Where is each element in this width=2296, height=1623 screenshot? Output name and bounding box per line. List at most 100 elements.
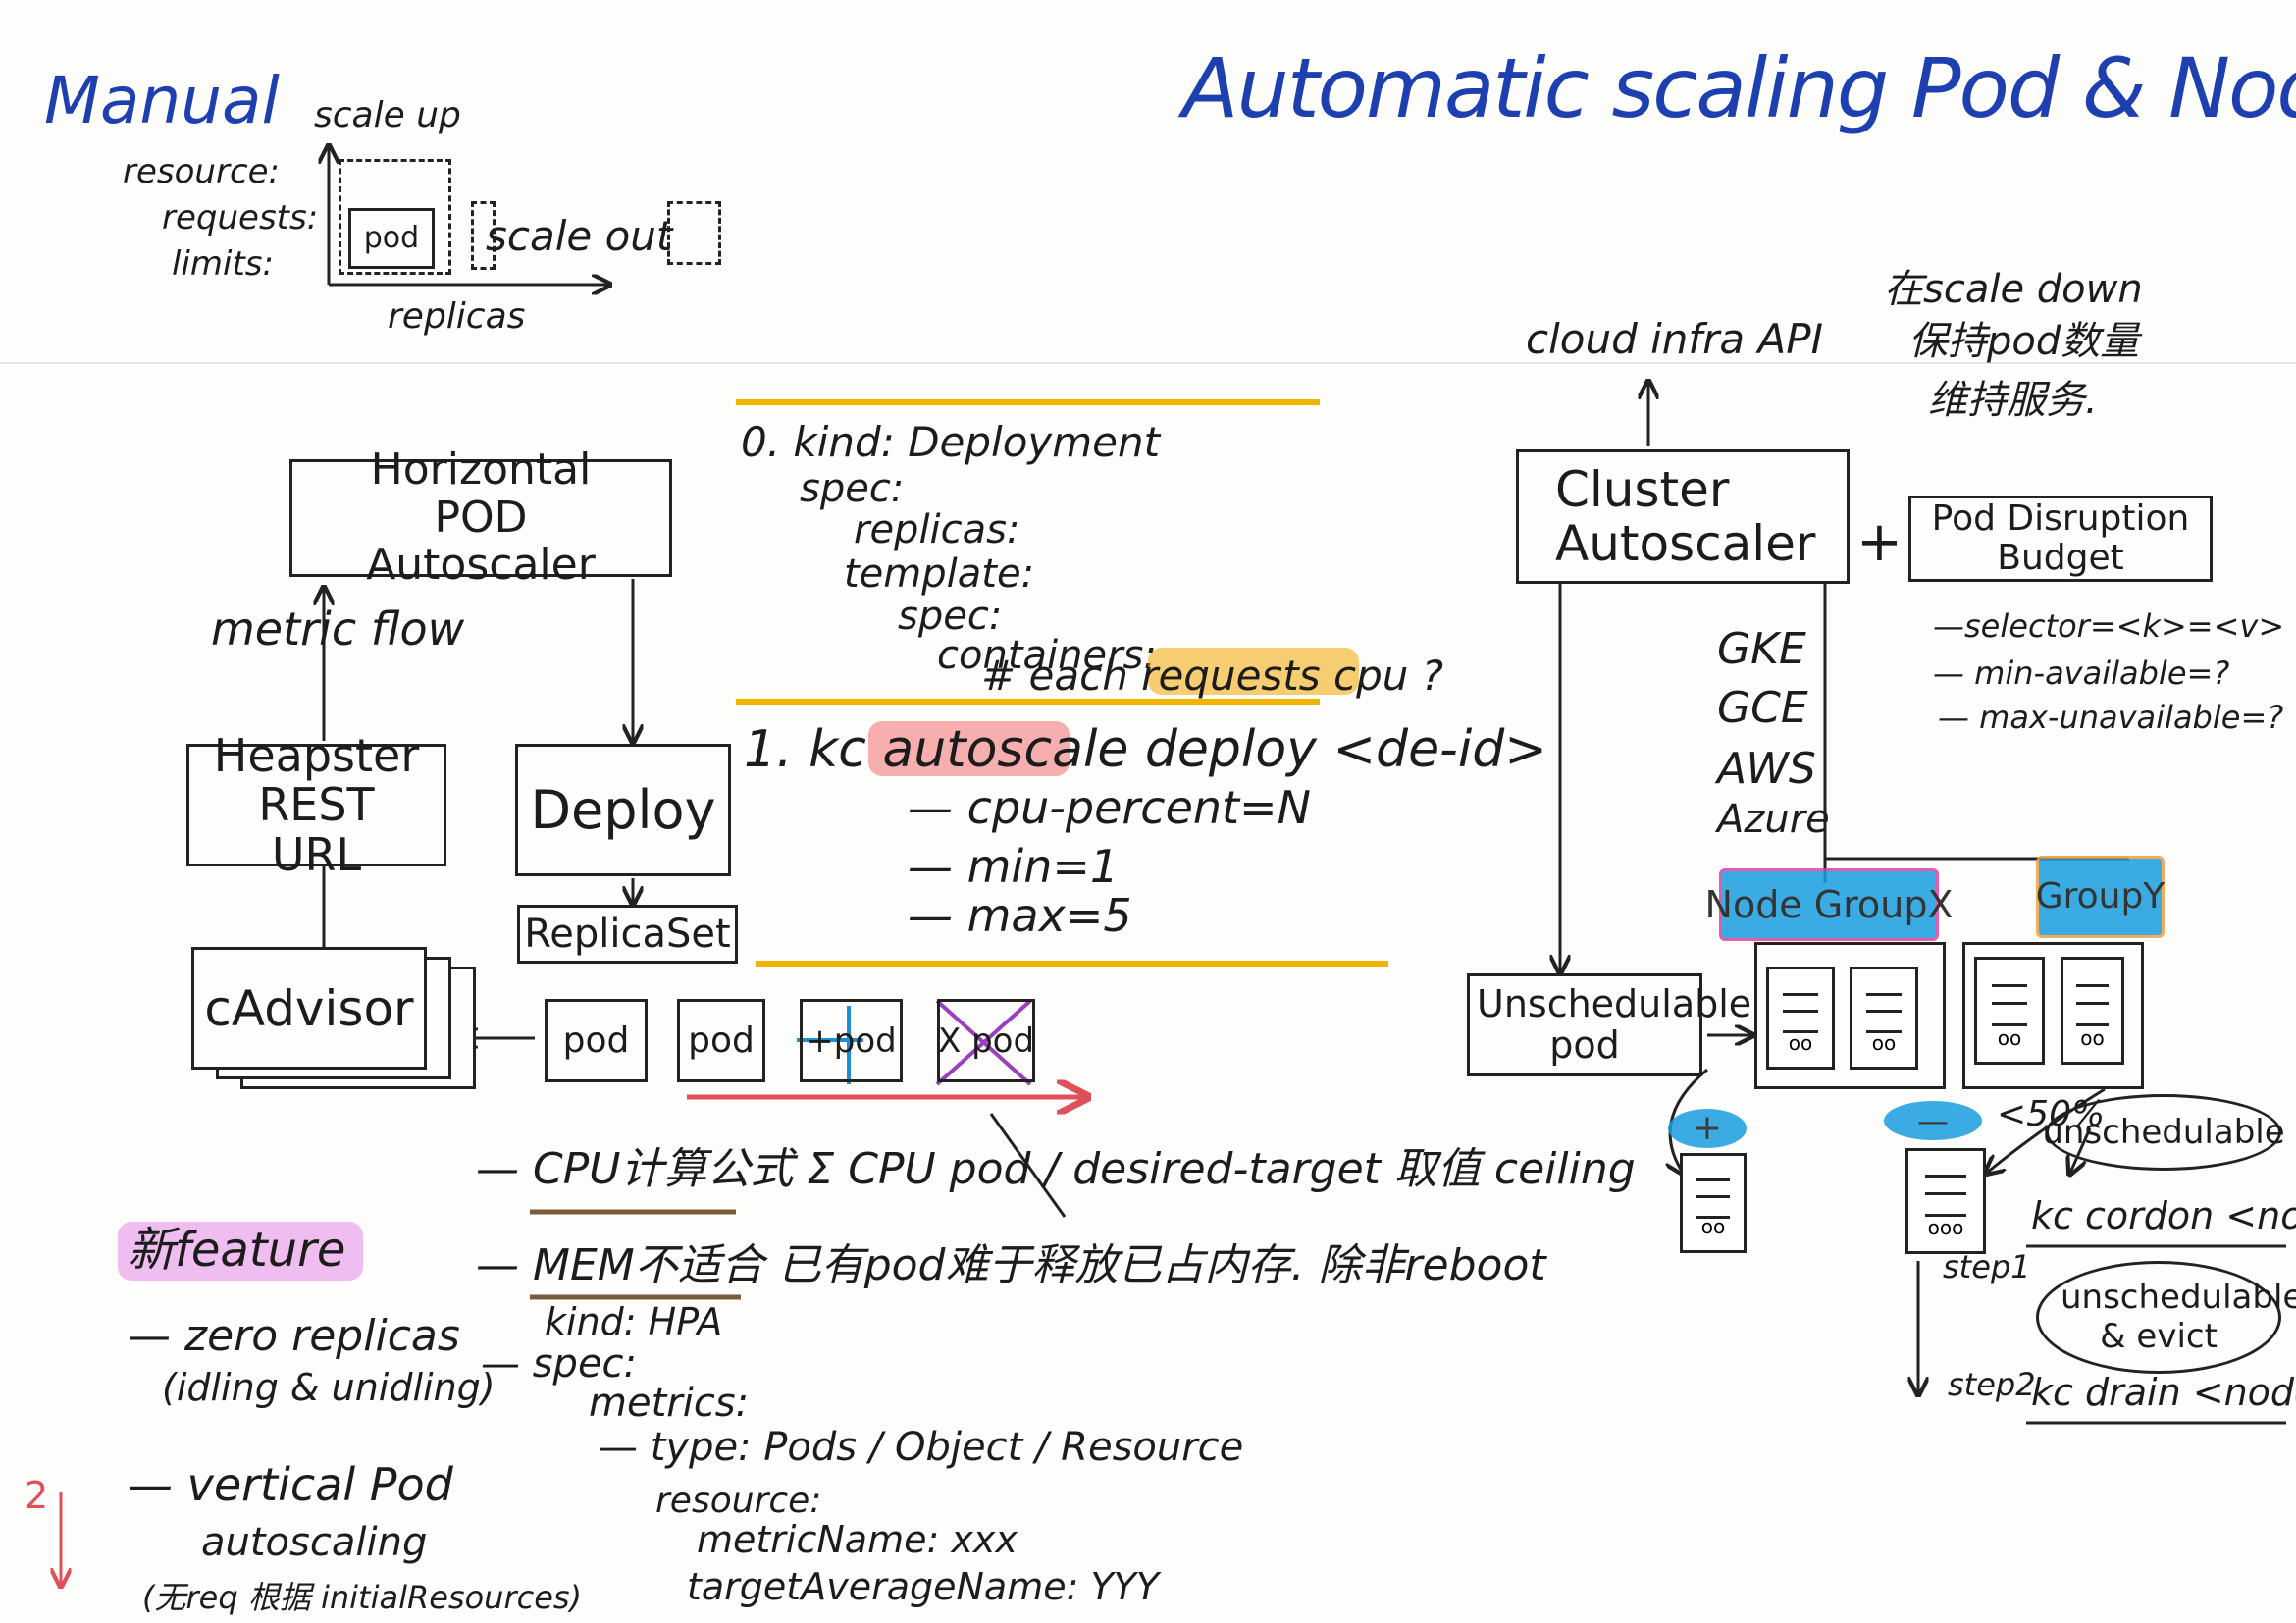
provider-aws: AWS xyxy=(1717,744,1816,794)
scale-down-badge-label: — xyxy=(1917,1102,1949,1139)
yaml-line: spec: xyxy=(800,466,905,511)
deploy-label: Deploy xyxy=(530,778,716,841)
step2-label: step2 xyxy=(1948,1366,2036,1403)
node-group-x-tag: Node GroupX xyxy=(1705,868,1954,941)
unschedulable-evict-label: unschedulable & evict xyxy=(2061,1278,2296,1356)
manual-label: Manual xyxy=(44,63,280,138)
cadvisor-label: cAdvisor xyxy=(204,979,414,1037)
cmd-line: — max=5 xyxy=(908,889,1132,942)
new-feature-label: 新feature xyxy=(128,1223,346,1278)
hpa-yaml-line: — spec: xyxy=(481,1341,638,1387)
pod-label-1: pod xyxy=(562,1020,630,1061)
cmd-line: 1. kc autoscale deploy <de-id> xyxy=(744,720,1547,779)
node-group-x-label: Node GroupX xyxy=(1704,883,1954,926)
pdb-label: Pod Disruption Budget xyxy=(1931,498,2190,578)
replicas-axis-label: replicas xyxy=(388,296,526,337)
hpa-yaml-line: resource: xyxy=(655,1481,822,1521)
provider-gce: GCE xyxy=(1717,683,1808,733)
provider-gke: GKE xyxy=(1717,624,1806,674)
cordon-command: kc cordon <node> xyxy=(2031,1194,2296,1237)
hpa-yaml-line: metricName: xxx xyxy=(697,1518,1018,1561)
heapster-box: Heapster REST URL xyxy=(186,730,446,879)
page-title: Automatic scaling Pod & Node xyxy=(1182,40,2296,136)
node-server-2: oo xyxy=(1850,967,1918,1070)
pod-label-removed: X pod xyxy=(937,1021,1035,1061)
yaml-line: spec: xyxy=(898,594,1003,639)
new-node-server: oo xyxy=(1680,1153,1747,1253)
step1-label: step1 xyxy=(1943,1248,2031,1285)
hpa-yaml-line: targetAverageName: YYY xyxy=(687,1565,1160,1608)
hpa-box: Horizontal POD Autoscaler xyxy=(289,446,672,589)
cluster-autoscaler-label: Cluster Autoscaler xyxy=(1555,460,1816,572)
cadvisor-box: cAdvisor xyxy=(191,947,427,1070)
hpa-yaml-line: kind: HPA xyxy=(545,1300,723,1343)
pdb-min-available: — min-available=? xyxy=(1933,654,2230,692)
pod-label-2: pod xyxy=(688,1020,755,1061)
scale-out-label: scale out xyxy=(486,212,673,260)
pdb-box: Pod Disruption Budget xyxy=(1908,496,2213,582)
pod-box-1: pod xyxy=(545,999,648,1082)
pod-box-2: pod xyxy=(677,999,765,1082)
highlight-orange xyxy=(1148,648,1359,695)
provider-azure: Azure xyxy=(1717,797,1830,842)
cpu-formula-note: — CPU计算公式 Σ CPU pod / desired-target 取值 … xyxy=(476,1144,1636,1194)
mem-note: — MEM不适合 已有pod难于释放已占内存. 除非reboot xyxy=(476,1240,1546,1290)
cloud-api-label: cloud infra API xyxy=(1526,315,1823,363)
group-y-tag: GroupY xyxy=(2036,856,2165,938)
replicaset-label: ReplicaSet xyxy=(524,912,731,957)
yaml-line: containers: xyxy=(937,633,1157,678)
cmd-line: — min=1 xyxy=(908,840,1120,893)
resource-label: resource: xyxy=(123,152,281,191)
unschedulable-evict-bubble: unschedulable & evict xyxy=(2036,1261,2296,1374)
pod-box-added: +pod xyxy=(800,999,903,1082)
metric-flow-label: metric flow xyxy=(211,602,465,655)
limits-label: limits: xyxy=(172,244,274,284)
scale-up-label: scale up xyxy=(314,95,461,135)
node-server-3: oo xyxy=(1974,957,2045,1065)
cmd-line: — cpu-percent=N xyxy=(908,781,1312,834)
vertical-pod-item: — vertical Pod xyxy=(128,1458,453,1511)
yaml-line: # each requests cpu ? xyxy=(981,652,1444,700)
scale-up-badge-label: + xyxy=(1692,1108,1723,1148)
scale-up-badge: + xyxy=(1668,1109,1747,1148)
yaml-line: 0. kind: Deployment xyxy=(741,418,1161,466)
plus-sign: + xyxy=(1856,510,1903,574)
node-group-x-frame xyxy=(1754,942,1946,1089)
vertical-pod-note: (无req 根据 initialResources) xyxy=(142,1579,583,1616)
node-server-1: oo xyxy=(1766,967,1835,1070)
highlight-red xyxy=(868,721,1070,776)
manual-pod-box: pod xyxy=(348,208,435,269)
pdb-note-3: 维持服务. xyxy=(1928,378,2098,423)
hpa-label: Horizontal POD Autoscaler xyxy=(366,445,596,591)
yaml-line: replicas: xyxy=(854,507,1020,552)
drained-node-server: ooo xyxy=(1905,1148,1986,1254)
drain-command: kc drain <node> xyxy=(2031,1371,2296,1414)
pdb-max-unavailable: — max-unavailable=? xyxy=(1938,699,2284,736)
scale-down-badge: — xyxy=(1884,1101,1982,1140)
priority-marker: 2 xyxy=(25,1474,49,1517)
yaml-line: template: xyxy=(844,551,1035,597)
unschedulable-bubble-label: unschedulable xyxy=(2042,1113,2285,1152)
manual-pod-label: pod xyxy=(363,221,420,255)
pod-label-added: +pod xyxy=(806,1021,897,1061)
pdb-note-2: 保持pod数量 xyxy=(1908,319,2140,364)
cluster-autoscaler-box: Cluster Autoscaler xyxy=(1516,449,1850,584)
vertical-pod-detail: autoscaling xyxy=(201,1520,428,1565)
unschedulable-bubble: unschedulable xyxy=(2042,1094,2285,1171)
pdb-selector: —selector=<k>=<v> xyxy=(1933,607,2285,645)
heapster-label: Heapster REST URL xyxy=(213,728,420,881)
pdb-note-1: 在scale down xyxy=(1884,267,2143,312)
scale-out-right-outline xyxy=(667,201,721,265)
replicaset-box: ReplicaSet xyxy=(517,905,738,964)
highlight-purple xyxy=(118,1222,363,1281)
group-y-frame xyxy=(1962,942,2144,1089)
zero-replicas-detail: (idling & unidling) xyxy=(162,1366,496,1409)
node-server-4: oo xyxy=(2061,957,2124,1065)
scale-up-outline xyxy=(339,159,451,275)
hpa-yaml-line: metrics: xyxy=(589,1381,750,1426)
hpa-yaml-line: — type: Pods / Object / Resource xyxy=(599,1425,1244,1470)
unschedulable-pod-label: Unschedulable pod xyxy=(1477,981,1752,1067)
unschedulable-pod-box: Unschedulable pod xyxy=(1467,973,1752,1076)
group-y-label: GroupY xyxy=(2035,876,2166,916)
pod-box-removed: X pod xyxy=(937,999,1035,1082)
